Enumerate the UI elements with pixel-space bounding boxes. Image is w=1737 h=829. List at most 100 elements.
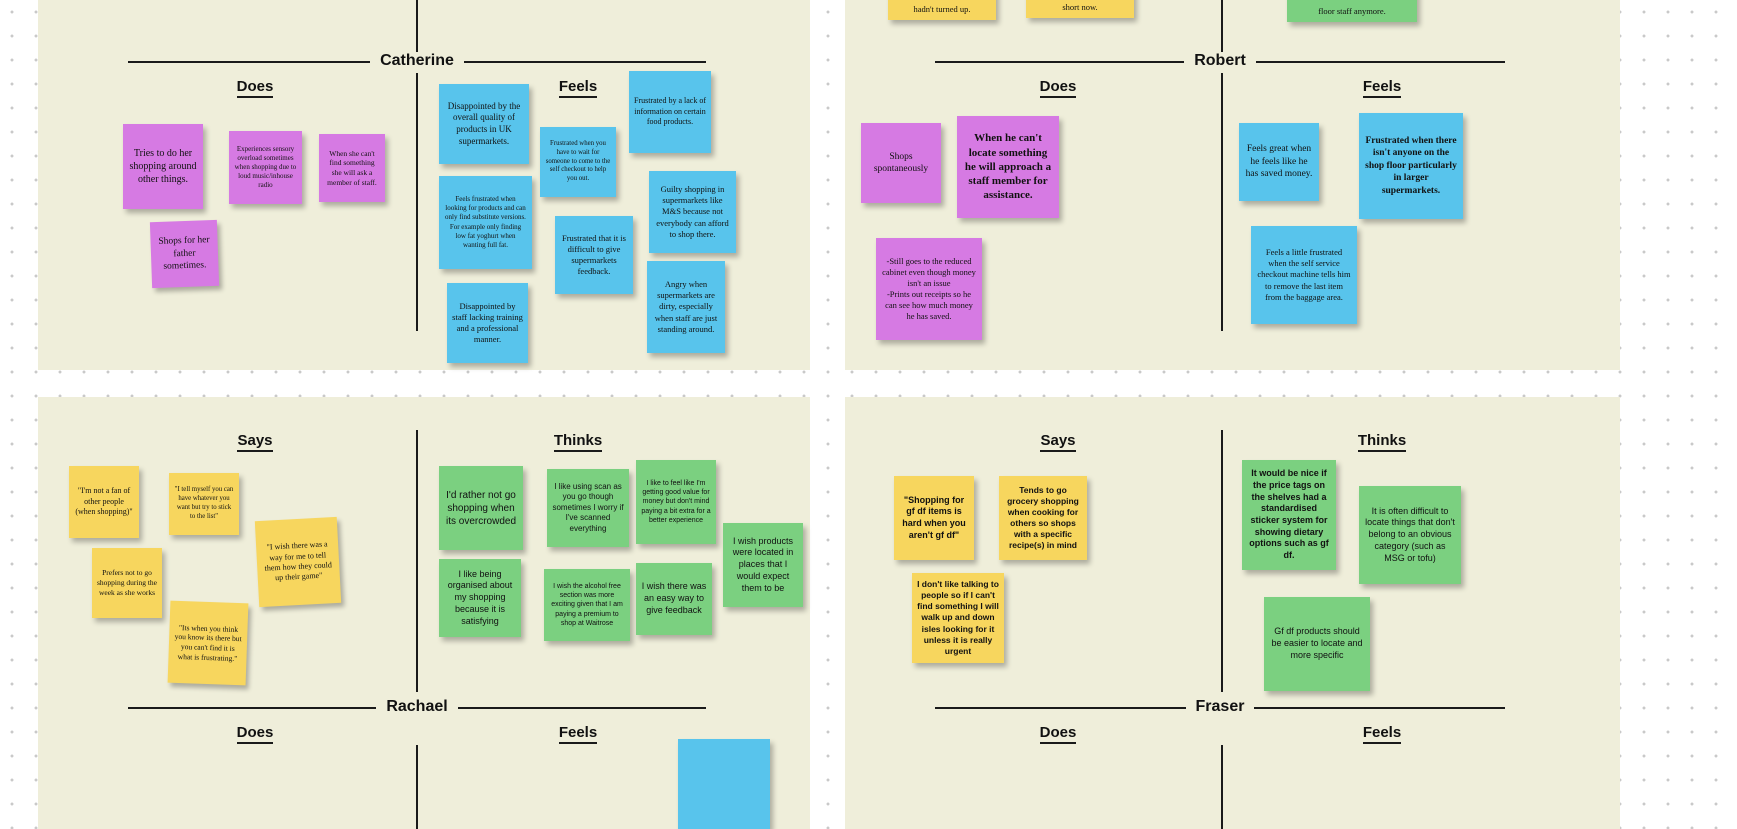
sticky-note-text: Experiences sensory overload sometimes w… — [234, 144, 297, 190]
sticky-note-text: It would be nice if the price tags on th… — [1249, 468, 1329, 561]
sticky-note[interactable]: "Shopping for gf df items is hard when y… — [894, 476, 974, 560]
sticky-note-text: "Shopping for gf df items is hard when y… — [902, 494, 966, 540]
column-header-thinks-fraser: Thinks — [1327, 432, 1437, 452]
column-header-text: Feels — [558, 78, 598, 98]
section-title-fraser: Fraser — [935, 698, 1505, 716]
column-header-feels-fraser: Feels — [1327, 724, 1437, 744]
sticky-note-text: Frustrated when you have to wait for som… — [545, 139, 611, 183]
sticky-note[interactable]: I wish products were located in places t… — [723, 523, 803, 607]
sticky-note[interactable]: Angry when supermarkets are dirty, espec… — [647, 261, 725, 353]
sticky-note[interactable]: Tries to do her shopping around other th… — [123, 124, 203, 209]
column-divider — [416, 73, 418, 331]
column-header-says-fraser: Says — [1003, 432, 1113, 452]
column-header-says-rachael: Says — [200, 432, 310, 452]
sticky-note-text: Gf df products should be easier to locat… — [1271, 626, 1363, 660]
sticky-note[interactable]: Feels frustrated when looking for produc… — [439, 176, 532, 269]
sticky-note[interactable]: Experiences sensory overload sometimes w… — [229, 131, 302, 204]
column-divider — [1221, 430, 1223, 692]
column-divider — [416, 430, 418, 692]
sticky-note[interactable]: I wish the alcohol free section was more… — [544, 569, 630, 641]
sticky-note[interactable]: Feels a little frustrated when the self … — [1251, 226, 1357, 324]
sticky-note[interactable]: Frustrated that it is difficult to give … — [555, 216, 633, 294]
column-header-feels-rachael: Feels — [523, 724, 633, 744]
sticky-note-text: I'd rather not go shopping when its over… — [445, 489, 517, 527]
column-header-text: Thinks — [553, 432, 603, 452]
sticky-note-text: I wish there was an easy way to give fee… — [641, 581, 707, 615]
sticky-note[interactable]: floor staff anymore. — [1287, 0, 1417, 22]
sticky-note[interactable]: short now. — [1026, 0, 1134, 18]
column-header-text: Thinks — [1357, 432, 1407, 452]
column-divider — [416, 745, 418, 829]
sticky-note[interactable]: I like being organised about my shopping… — [439, 559, 521, 637]
sticky-note-text: Feels a little frustrated when the self … — [1257, 247, 1351, 302]
sticky-note-text: I wish the alcohol free section was more… — [551, 583, 623, 627]
sticky-note-text: When she can't find something she will a… — [327, 148, 377, 187]
sticky-note-text: "I'm not a fan of other people (when sho… — [75, 486, 133, 517]
sticky-note[interactable]: Prefers not to go shopping during the we… — [92, 548, 162, 618]
sticky-note[interactable]: Frustrated when you have to wait for som… — [540, 127, 616, 197]
sticky-note-text: I like to feel like I'm getting good val… — [641, 480, 711, 524]
sticky-note-text: short now. — [1062, 1, 1098, 12]
column-header-text: Does — [236, 78, 274, 98]
sticky-note-text: -Still goes to the reduced cabinet even … — [882, 255, 976, 322]
sticky-note[interactable]: "I wish there was a way for me to tell t… — [254, 516, 342, 608]
sticky-note-text: Tries to do her shopping around other th… — [129, 148, 197, 185]
sticky-note-text: Feels frustrated when looking for produc… — [445, 195, 526, 249]
sticky-note[interactable]: Guilty shopping in supermarkets like M&S… — [649, 171, 736, 253]
section-title-text: Catherine — [370, 52, 464, 69]
section-title-catherine: Catherine — [128, 52, 706, 70]
sticky-note[interactable]: I don't like talking to people so if I c… — [912, 573, 1004, 663]
sticky-note-text: Disappointed by the overall quality of p… — [447, 100, 521, 146]
column-header-text: Says — [1040, 432, 1076, 452]
sticky-note[interactable]: Disappointed by staff lacking training a… — [447, 283, 528, 363]
sticky-note[interactable]: Shops for her father sometimes. — [149, 219, 220, 289]
sticky-note[interactable]: It would be nice if the price tags on th… — [1242, 460, 1336, 570]
sticky-note-text: I don't like talking to people so if I c… — [917, 579, 999, 656]
sticky-note-text: Tends to go grocery shopping when cookin… — [1007, 484, 1079, 551]
sticky-note[interactable]: I'd rather not go shopping when its over… — [439, 466, 523, 550]
sticky-note[interactable]: -Still goes to the reduced cabinet even … — [876, 238, 982, 340]
sticky-note[interactable]: "Its when you think you know its there b… — [167, 600, 249, 686]
sticky-note[interactable]: I like to feel like I'm getting good val… — [636, 460, 716, 544]
sticky-note[interactable]: When he can't locate something he will a… — [957, 116, 1059, 218]
sticky-note[interactable]: I like using scan as you go though somet… — [547, 469, 629, 547]
column-header-text: Feels — [1362, 724, 1402, 744]
section-title-text: Rachael — [376, 698, 458, 715]
sticky-note[interactable]: Gf df products should be easier to locat… — [1264, 597, 1370, 691]
sticky-note-text: Angry when supermarkets are dirty, espec… — [654, 279, 718, 334]
sticky-note[interactable]: Tends to go grocery shopping when cookin… — [999, 476, 1087, 560]
sticky-note[interactable]: Frustrated when there isn't anyone on th… — [1359, 113, 1463, 219]
sticky-note[interactable]: It is often difficult to locate things t… — [1359, 486, 1461, 584]
sticky-note[interactable]: hadn't turned up. — [888, 0, 996, 20]
column-header-text: Does — [1039, 78, 1077, 98]
section-title-robert: Robert — [935, 52, 1505, 70]
column-header-does-robert: Does — [1003, 78, 1113, 98]
sticky-note[interactable]: "I'm not a fan of other people (when sho… — [69, 466, 139, 538]
column-divider — [1221, 73, 1223, 331]
sticky-note[interactable]: When she can't find something she will a… — [319, 134, 385, 202]
sticky-note-text: "I wish there was a way for me to tell t… — [264, 539, 333, 583]
column-header-text: Feels — [1362, 78, 1402, 98]
sticky-note[interactable]: Feels great when he feels like he has sa… — [1239, 123, 1319, 201]
column-header-feels-robert: Feels — [1327, 78, 1437, 98]
sticky-note[interactable]: I wish there was an easy way to give fee… — [636, 563, 712, 635]
sticky-note-text: When he can't locate something he will a… — [964, 132, 1052, 202]
sticky-note-text: Frustrated when there isn't anyone on th… — [1365, 136, 1457, 196]
sticky-note-text: It is often difficult to locate things t… — [1365, 505, 1455, 563]
sticky-note-text: hadn't turned up. — [913, 3, 971, 14]
sticky-note-text: Guilty shopping in supermarkets like M&S… — [656, 184, 729, 239]
sticky-note[interactable]: Shops spontaneously — [861, 123, 941, 203]
column-header-does-fraser: Does — [1003, 724, 1113, 744]
sticky-note-text: Prefers not to go shopping during the we… — [97, 568, 157, 597]
column-divider — [416, 0, 418, 55]
sticky-note[interactable]: "I tell myself you can have whatever you… — [169, 473, 239, 535]
sticky-note[interactable] — [678, 739, 770, 829]
column-header-text: Does — [236, 724, 274, 744]
column-header-thinks-rachael: Thinks — [523, 432, 633, 452]
sticky-note[interactable]: Frustrated by a lack of information on c… — [629, 71, 711, 153]
column-header-does-rachael: Does — [200, 724, 310, 744]
sticky-note[interactable]: Disappointed by the overall quality of p… — [439, 84, 529, 164]
section-title-rachael: Rachael — [128, 698, 706, 716]
section-title-text: Robert — [1184, 52, 1256, 69]
